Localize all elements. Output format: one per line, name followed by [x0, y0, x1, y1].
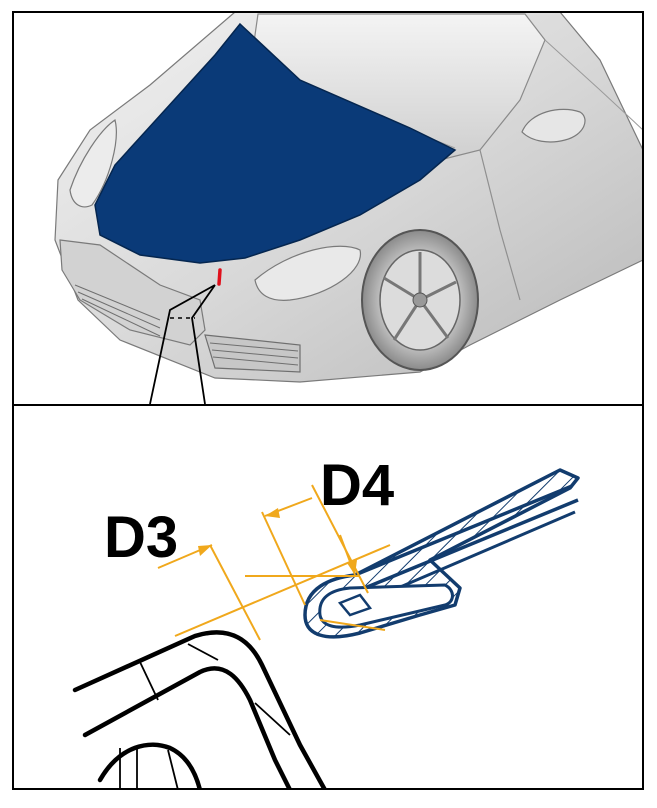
detail-section-panel: D3 D4	[13, 405, 643, 789]
side-mirror	[521, 108, 586, 143]
car-overview-panel	[13, 12, 643, 405]
detail-callout-lines	[149, 284, 216, 405]
headlight	[254, 245, 361, 301]
d4-label: D4	[320, 453, 394, 518]
fender-section	[72, 630, 328, 789]
gap-marker	[217, 268, 222, 286]
d3-arrowhead	[198, 545, 212, 556]
hood-highlight	[94, 22, 457, 264]
d3-label: D3	[104, 505, 178, 570]
hood-section	[303, 468, 580, 639]
d4-arrowhead	[265, 508, 280, 518]
bottom-panel-frame	[12, 404, 644, 790]
